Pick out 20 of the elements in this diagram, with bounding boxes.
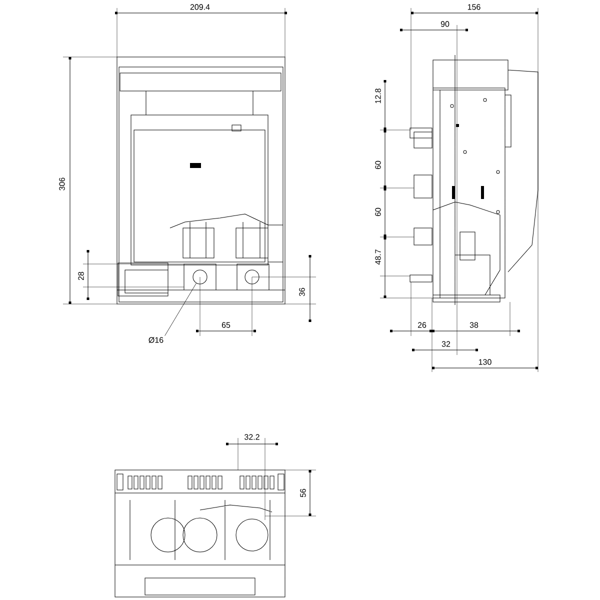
dimension-label: 130 <box>478 358 492 366</box>
dimension-label: 60 <box>374 207 382 217</box>
dimension-label: 28 <box>78 271 84 281</box>
dimension-label: 156 <box>466 4 482 10</box>
dimension-label: 306 <box>58 176 66 192</box>
leader-line <box>164 283 196 336</box>
dimension-label: 32 <box>441 340 451 348</box>
dimension-label: 56 <box>300 488 306 498</box>
dimension-label: 32.2 <box>244 434 260 440</box>
hole-circle <box>192 270 208 284</box>
dimension-label: 60 <box>374 160 382 170</box>
dimension-label: 48.7 <box>374 248 382 266</box>
dimension-label: 90 <box>440 20 450 28</box>
dimension-label: 209.4 <box>190 4 210 10</box>
dimension-label: 38 <box>469 322 479 328</box>
dimension-label: 36 <box>298 287 306 297</box>
dimension-label: 26 <box>417 322 427 328</box>
dimension-label: 65 <box>221 322 231 328</box>
diameter-label: Ø16 <box>148 337 164 343</box>
dimension-label: 12.8 <box>374 88 382 104</box>
